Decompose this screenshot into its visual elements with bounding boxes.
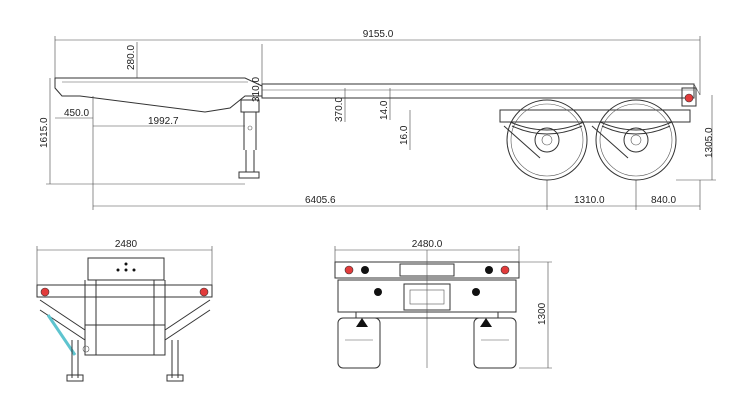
- suspension-beam: [499, 109, 691, 123]
- gooseneck-front: [87, 257, 165, 281]
- side-view: 9155.0 280.0 310.0 370.0 14.0 16.0 450.0…: [39, 29, 716, 210]
- dim-front-overhang: 450.0: [64, 108, 89, 119]
- dim-web: 16.0: [399, 125, 410, 145]
- dim-gooseneck-height: 280.0: [126, 45, 137, 70]
- rear-lamp-side: [684, 93, 694, 103]
- dim-gooseneck-length: 1992.7: [148, 116, 179, 127]
- rear-view: 2480.0 1300: [334, 239, 552, 369]
- leaf-spring-front: [509, 121, 585, 131]
- dim-rear-width: 2480.0: [412, 239, 443, 250]
- dim-rear-height: 1300: [537, 302, 548, 325]
- gooseneck: [54, 77, 263, 113]
- front-lamp-right: [199, 287, 209, 297]
- dim-kingpin-to-axle: 6405.6: [305, 195, 336, 206]
- dim-front-width: 2480: [115, 239, 138, 250]
- dim-beam-height: 370.0: [334, 97, 345, 122]
- dim-neck-drop: 310.0: [251, 77, 262, 102]
- main-frame: [261, 83, 695, 99]
- landing-foot-left: [66, 374, 84, 382]
- dim-coupling-height: 1305.0: [704, 127, 715, 158]
- leaf-spring-rear: [599, 121, 673, 131]
- dim-rear-overhang: 840.0: [651, 195, 676, 206]
- rear-lamp-left: [344, 265, 354, 275]
- landing-gear: [238, 99, 260, 179]
- dim-total-height: 1615.0: [39, 117, 50, 148]
- rear-wheels-left: [337, 317, 381, 369]
- landing-foot-right: [166, 374, 184, 382]
- front-view: 2480: [36, 239, 213, 382]
- front-lamp-left: [40, 287, 50, 297]
- dim-axle-spacing: 1310.0: [574, 195, 605, 206]
- dim-flange: 14.0: [379, 100, 390, 120]
- dim-overall-length: 9155.0: [363, 29, 394, 40]
- crank-handle: [46, 314, 77, 356]
- rear-lamp-right: [500, 265, 510, 275]
- rear-wheels-right: [473, 317, 517, 369]
